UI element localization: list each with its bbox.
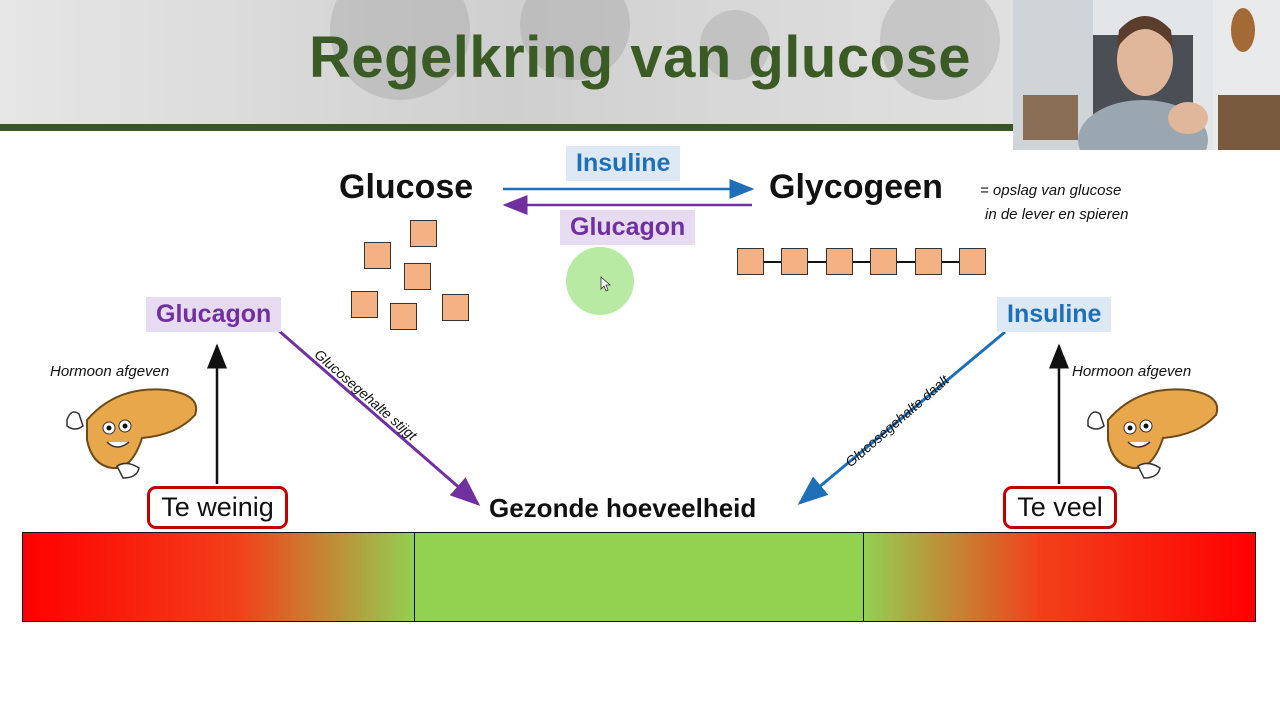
- page-title: Regelkring van glucose: [308, 25, 972, 90]
- webcam-overlay: [1013, 0, 1280, 150]
- header-texture-blob: [700, 10, 770, 80]
- glucose-label: Glucose: [339, 168, 474, 206]
- daalt-arrow: [797, 330, 1006, 505]
- te-weinig-box: Te weinig: [147, 486, 288, 529]
- gezonde-hoeveelheid-label: Gezonde hoeveelheid: [489, 493, 757, 523]
- pancreas-thumbs-up-icon: [1087, 388, 1219, 479]
- pancreas-thumbs-up-icon: [66, 388, 198, 479]
- glucose-molecule: [364, 242, 391, 269]
- glucagon-left-label: Glucagon: [146, 297, 282, 332]
- glycogeen-unit: [826, 248, 853, 275]
- insuline-right-label: Insuline: [997, 297, 1112, 332]
- mouse-cursor-icon: [600, 276, 612, 292]
- insuline-top-label: Insuline: [566, 146, 681, 181]
- header-texture-blob: [880, 0, 1000, 100]
- header-rule: [0, 124, 1280, 131]
- glucose-molecule: [442, 294, 469, 321]
- cursor-highlight: [566, 247, 634, 315]
- hormoon-left-label: Hormoon afgeven: [50, 363, 170, 380]
- glycogeen-note-line2: in de lever en spieren: [985, 206, 1129, 223]
- webcam-presenter-image: [1013, 0, 1280, 150]
- glycogeen-unit: [737, 248, 764, 275]
- glucagon-top-label: Glucagon: [560, 210, 696, 245]
- glycogeen-unit: [915, 248, 942, 275]
- glucose-molecule: [390, 303, 417, 330]
- glucose-molecule: [410, 220, 437, 247]
- level-bar-high: [863, 532, 1256, 622]
- glycogeen-unit: [870, 248, 897, 275]
- hormoon-right-label: Hormoon afgeven: [1072, 363, 1192, 380]
- glycogeen-label: Glycogeen: [769, 168, 943, 206]
- level-bar-low: [22, 532, 415, 622]
- level-bar-healthy: [414, 532, 864, 622]
- stijgt-arrow: [277, 328, 481, 506]
- glycogeen-unit: [959, 248, 986, 275]
- te-veel-box: Te veel: [1003, 486, 1117, 529]
- glycogeen-note-line1: = opslag van glucose: [980, 182, 1122, 199]
- glucose-molecule: [404, 263, 431, 290]
- glucose-molecule: [351, 291, 378, 318]
- glycogeen-unit: [781, 248, 808, 275]
- glycogeen-chain-line: [750, 261, 975, 263]
